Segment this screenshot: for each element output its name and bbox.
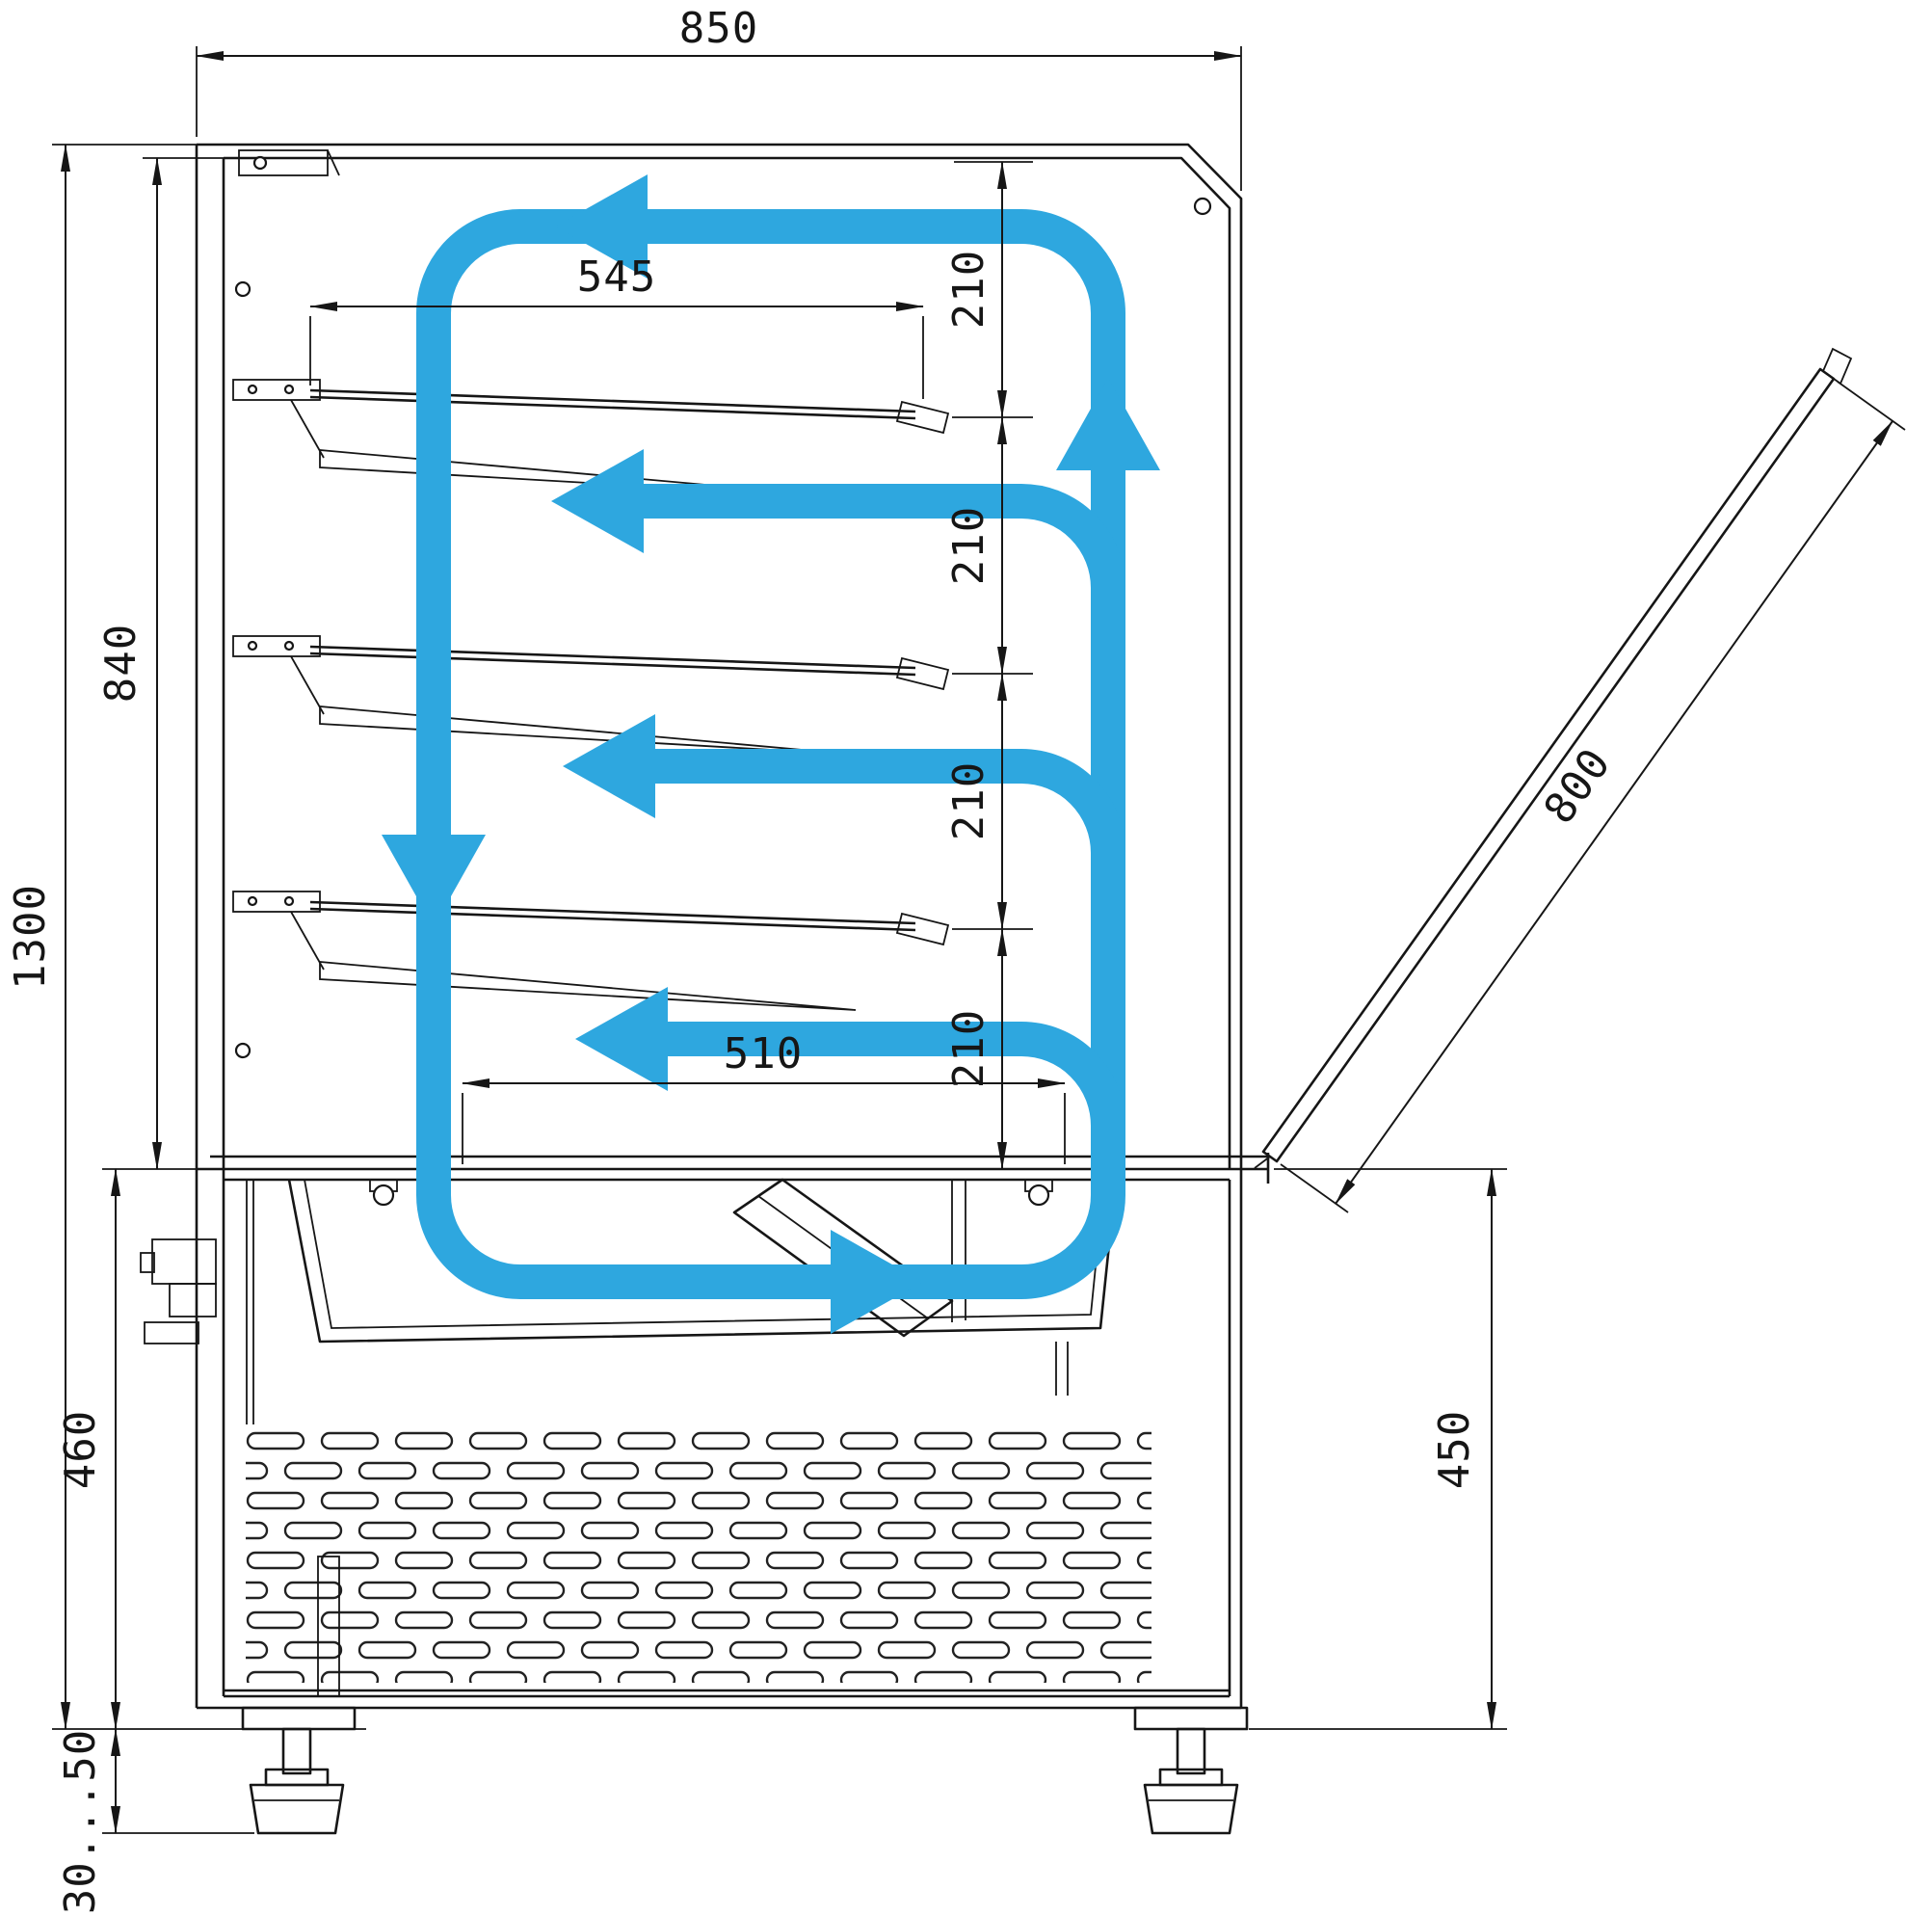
adjustable-foot-left <box>249 1727 345 1835</box>
compressor-fittings <box>140 1180 254 1424</box>
airflow-branch-shelf2 <box>648 749 1125 854</box>
dim-840-label: 840 <box>96 624 146 703</box>
ventilation-grille <box>246 1428 1151 1697</box>
dim-30-50-label: 30...50 <box>56 1729 105 1914</box>
airflow-arrow-left-top <box>555 174 648 279</box>
dim-460-label: 460 <box>56 1410 105 1489</box>
glass-lid-open <box>1254 347 1853 1169</box>
dim-450-label: 450 <box>1430 1410 1479 1489</box>
rear-wall-hole-top <box>234 280 251 298</box>
lid-hinge <box>238 149 340 176</box>
dim-lower-shelf-depth: 510 <box>462 1029 1066 1164</box>
airflow-branch-shelf1 <box>636 484 1125 589</box>
dim-1300-label: 1300 <box>6 884 55 990</box>
dim-overall-height: 1300 <box>6 144 366 1730</box>
dim-upper-shelf-depth: 545 <box>309 253 924 399</box>
dim-foot-adjustment: 30...50 <box>56 1728 254 1914</box>
dim-base-rear-height: 450 <box>1249 1168 1507 1730</box>
airflow-branch-shelf3 <box>660 1022 1125 1127</box>
dim-display-height: 840 <box>96 157 231 1170</box>
airflow-diagram <box>382 174 1160 1334</box>
case-outer-outline <box>195 143 1243 1710</box>
airflow-arrow-up <box>1056 378 1160 470</box>
dimensions: 850 545 510 210 210 210 210 <box>6 4 1906 1914</box>
counter-top <box>197 1153 1270 1184</box>
counter-rollers <box>369 1179 1053 1207</box>
dim-210-label-3: 210 <box>944 761 993 840</box>
airflow-arrow-left-shelf2 <box>563 714 655 818</box>
dim-shelf-spacing-chain: 210 210 210 210 <box>944 161 1033 1170</box>
dim-lid-length: 800 <box>1280 381 1906 1213</box>
dim-base-height: 460 <box>56 1168 120 1730</box>
rear-wall-hole-bottom <box>234 1042 251 1059</box>
airflow-arrow-right-bottom <box>831 1230 923 1334</box>
dim-210-label-1: 210 <box>944 250 993 329</box>
dim-210-label-4: 210 <box>944 1009 993 1088</box>
dim-510-label: 510 <box>724 1029 803 1078</box>
glass-lid-panel <box>1261 367 1836 1163</box>
airflow-arrow-left-shelf1 <box>551 449 644 553</box>
lid-pivot-hole <box>1193 197 1212 216</box>
airflow-arrow-down <box>382 835 486 927</box>
airflow-loop <box>416 209 1125 1299</box>
shelf-3 <box>232 891 1033 1011</box>
dim-850-label: 850 <box>679 4 758 53</box>
dim-210-label-2: 210 <box>944 506 993 585</box>
airflow-arrow-left-shelf3 <box>575 987 668 1091</box>
dim-545-label: 545 <box>577 253 656 302</box>
dim-overall-width: 850 <box>196 4 1242 191</box>
adjustable-foot-right <box>1143 1727 1239 1835</box>
glass-lid-handle <box>1821 347 1853 386</box>
shelf-2 <box>232 635 1033 756</box>
case-inner-outline <box>222 156 1231 1698</box>
